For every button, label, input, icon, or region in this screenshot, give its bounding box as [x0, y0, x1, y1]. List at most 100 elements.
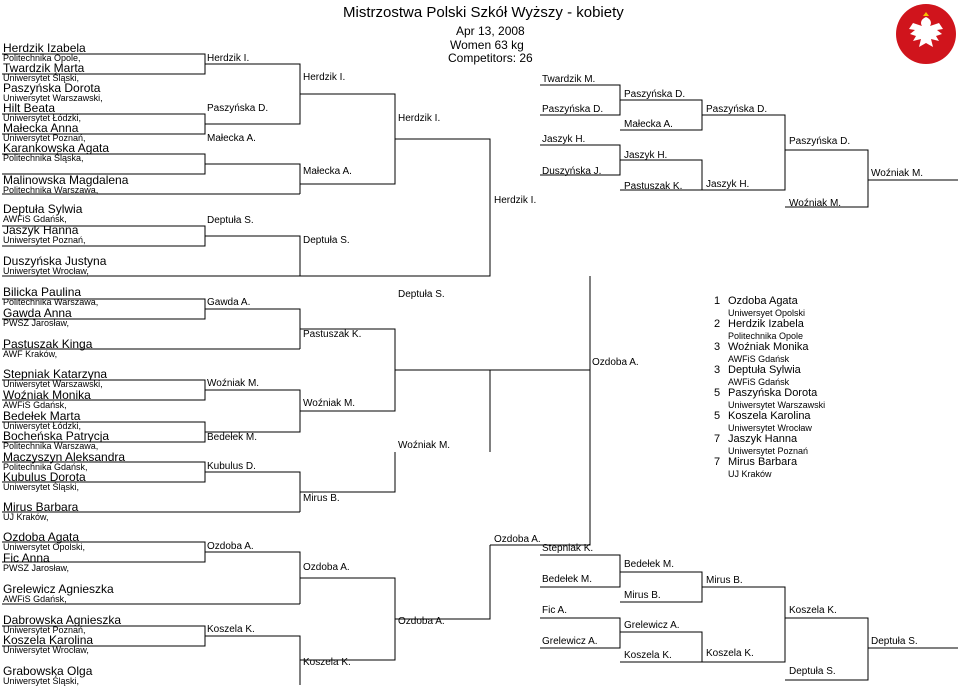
competitor-name: Mirus Barbara	[3, 500, 79, 514]
competitor-club: Uniwersytet Warszawski,	[3, 93, 103, 103]
winner-label: Kubulus D.	[207, 461, 256, 472]
winner-label: Ozdoba A.	[207, 541, 254, 552]
competitor-name: Karankowska Agata	[3, 141, 110, 155]
competitor-club: Politechnika Warszawa,	[3, 185, 99, 195]
competitor-club: Uniwersytet Śląski,	[3, 676, 80, 686]
competitor-club: Politechnika Opole,	[3, 53, 81, 63]
standing-name: Woźniak Monika	[728, 341, 809, 353]
winner-label: Ozdoba A.	[494, 534, 541, 545]
competitor-name: Woźniak Monika	[3, 388, 91, 402]
competitor-name: Duszyńska Justyna	[3, 254, 107, 268]
standing-name: Deptuła Sylwia	[728, 364, 801, 376]
winner-label: Ozdoba A.	[303, 562, 350, 573]
competitor-club: Uniwersytet Śląski,	[3, 482, 80, 492]
competitor-club: AWFiS Gdańsk,	[3, 214, 67, 224]
repechage-label: Koszela K.	[624, 650, 672, 661]
competitor-club: Politechnika Gdańsk,	[3, 462, 88, 472]
competitor-club: Politechnika Śląska,	[3, 153, 84, 163]
repechage-label: Fic A.	[542, 605, 568, 616]
competitor-club: Politechnika Warszawa,	[3, 297, 99, 307]
repechage-label: Mirus B.	[624, 590, 661, 601]
competitor-name: Herdzik Izabela	[3, 41, 86, 55]
competitor-club: Uniwersytet Poznań,	[3, 133, 86, 143]
repechage-label: Bedełek M.	[624, 559, 675, 570]
standing-name: Herdzik Izabela	[728, 318, 804, 330]
place-number: 5	[714, 387, 721, 399]
competitor-club: Uniwersytet Łódzki,	[3, 421, 82, 431]
competitors-count: Competitors: 26	[448, 51, 533, 65]
winner-label: Paszyńska D.	[207, 103, 269, 114]
competitor-club: Uniwersytet Wrocław,	[3, 645, 89, 655]
repechage-label: Paszyńska D.	[789, 136, 851, 147]
repechage-label: Koszela K.	[706, 648, 754, 659]
standing-club: Uniwersytet Poznań	[728, 446, 809, 456]
competitor-name: Dabrowska Agnieszka	[3, 613, 122, 627]
competitor-name: Grabowska Olga	[3, 664, 93, 678]
repechage-label: Pastuszak K.	[624, 181, 683, 192]
competitor-club: Uniwersytet Poznań,	[3, 625, 86, 635]
competitor-name: Pastuszak Kinga	[3, 337, 93, 351]
winner-label: Koszela K.	[207, 624, 255, 635]
repechage-label: Bedełek M.	[542, 574, 593, 585]
repechage-label: Małecka A.	[624, 119, 673, 130]
place-number: 2	[714, 318, 721, 330]
competitor-name: Gawda Anna	[3, 306, 72, 320]
competitor-name: Fic Anna	[3, 551, 50, 565]
repechage-label: Grelewicz A.	[542, 636, 598, 647]
competitor-club: Uniwersytet Śląski,	[3, 73, 80, 83]
competitor-name: Ozdoba Agata	[3, 530, 80, 544]
standing-club: Uniwersyet Opolski	[728, 308, 806, 318]
standing-club: Uniwersytet Warszawski	[728, 400, 826, 410]
winner-label: Ozdoba A.	[398, 616, 445, 627]
repechage-label: Duszyńska J.	[542, 166, 602, 177]
repechage-label: Twardzik M.	[542, 74, 596, 85]
standing-name: Jaszyk Hanna	[728, 433, 798, 445]
repechage-label: Deptuła S.	[789, 666, 836, 677]
competitor-name: Koszela Karolina	[3, 633, 94, 647]
polish-judo-eagle-icon	[896, 4, 956, 64]
winner-label: Herdzik I.	[303, 72, 346, 83]
place-number: 1	[714, 295, 721, 307]
competitor-name: Deptuła Sylwia	[3, 202, 83, 216]
competitor-club: AWFiS Gdańsk,	[3, 594, 67, 604]
competitor-name: Bedełek Marta	[3, 409, 81, 423]
repechage-label: Paszyńska D.	[542, 104, 604, 115]
place-number: 7	[714, 456, 721, 468]
bronze-winner-label: Woźniak M.	[871, 168, 924, 179]
place-number: 5	[714, 410, 721, 422]
bronze-winner-label: Deptuła S.	[871, 636, 918, 647]
repechage-label: Woźniak M.	[789, 198, 842, 209]
standing-club: AWFiS Gdańsk	[728, 354, 790, 364]
repechage-label: Jaszyk H.	[542, 134, 586, 145]
competitor-name: Malinowska Magdalena	[3, 173, 129, 187]
competitor-club: Uniwersytet Poznań,	[3, 235, 86, 245]
winner-label: Deptuła S.	[398, 289, 445, 300]
competitor-club: PWSZ Jarosław,	[3, 563, 70, 573]
competitor-name: Grelewicz Agnieszka	[3, 582, 114, 596]
winner-label: Woźniak M.	[398, 440, 451, 451]
standing-name: Koszela Karolina	[728, 410, 811, 422]
competitor-club: Politechnika Warszawa,	[3, 441, 99, 451]
repechage-label: Mirus B.	[706, 575, 743, 586]
competitor-name: Kubulus Dorota	[3, 470, 86, 484]
winner-label: Pastuszak K.	[303, 329, 362, 340]
repechage-label: Stepniak K.	[542, 543, 594, 554]
competitor-name: Paszyńska Dorota	[3, 81, 101, 95]
winner-label: Mirus B.	[303, 493, 340, 504]
competitor-club: UJ Kraków,	[3, 512, 49, 522]
winner-label: Małecka A.	[207, 133, 256, 144]
competitor-club: Uniwersytet Wrocław,	[3, 266, 89, 276]
repechage-label: Jaszyk H.	[624, 150, 668, 161]
competitor-club: PWSZ Jarosław,	[3, 318, 70, 328]
standing-name: Mirus Barbara	[728, 456, 798, 468]
winner-label: Herdzik I.	[494, 195, 537, 206]
repechage-label: Paszyńska D.	[624, 89, 686, 100]
winner-label: Herdzik I.	[398, 113, 441, 124]
winner-label: Deptuła S.	[303, 235, 350, 246]
place-number: 3	[714, 364, 721, 376]
competitor-name: Bocheńska Patrycja	[3, 429, 110, 443]
competitor-club: Uniwersytet Łódzki,	[3, 113, 82, 123]
competitor-club: Uniwersytet Opolski,	[3, 542, 86, 552]
competitor-name: Stepniak Katarzyna	[3, 367, 108, 381]
repechage-label: Grelewicz A.	[624, 620, 680, 631]
